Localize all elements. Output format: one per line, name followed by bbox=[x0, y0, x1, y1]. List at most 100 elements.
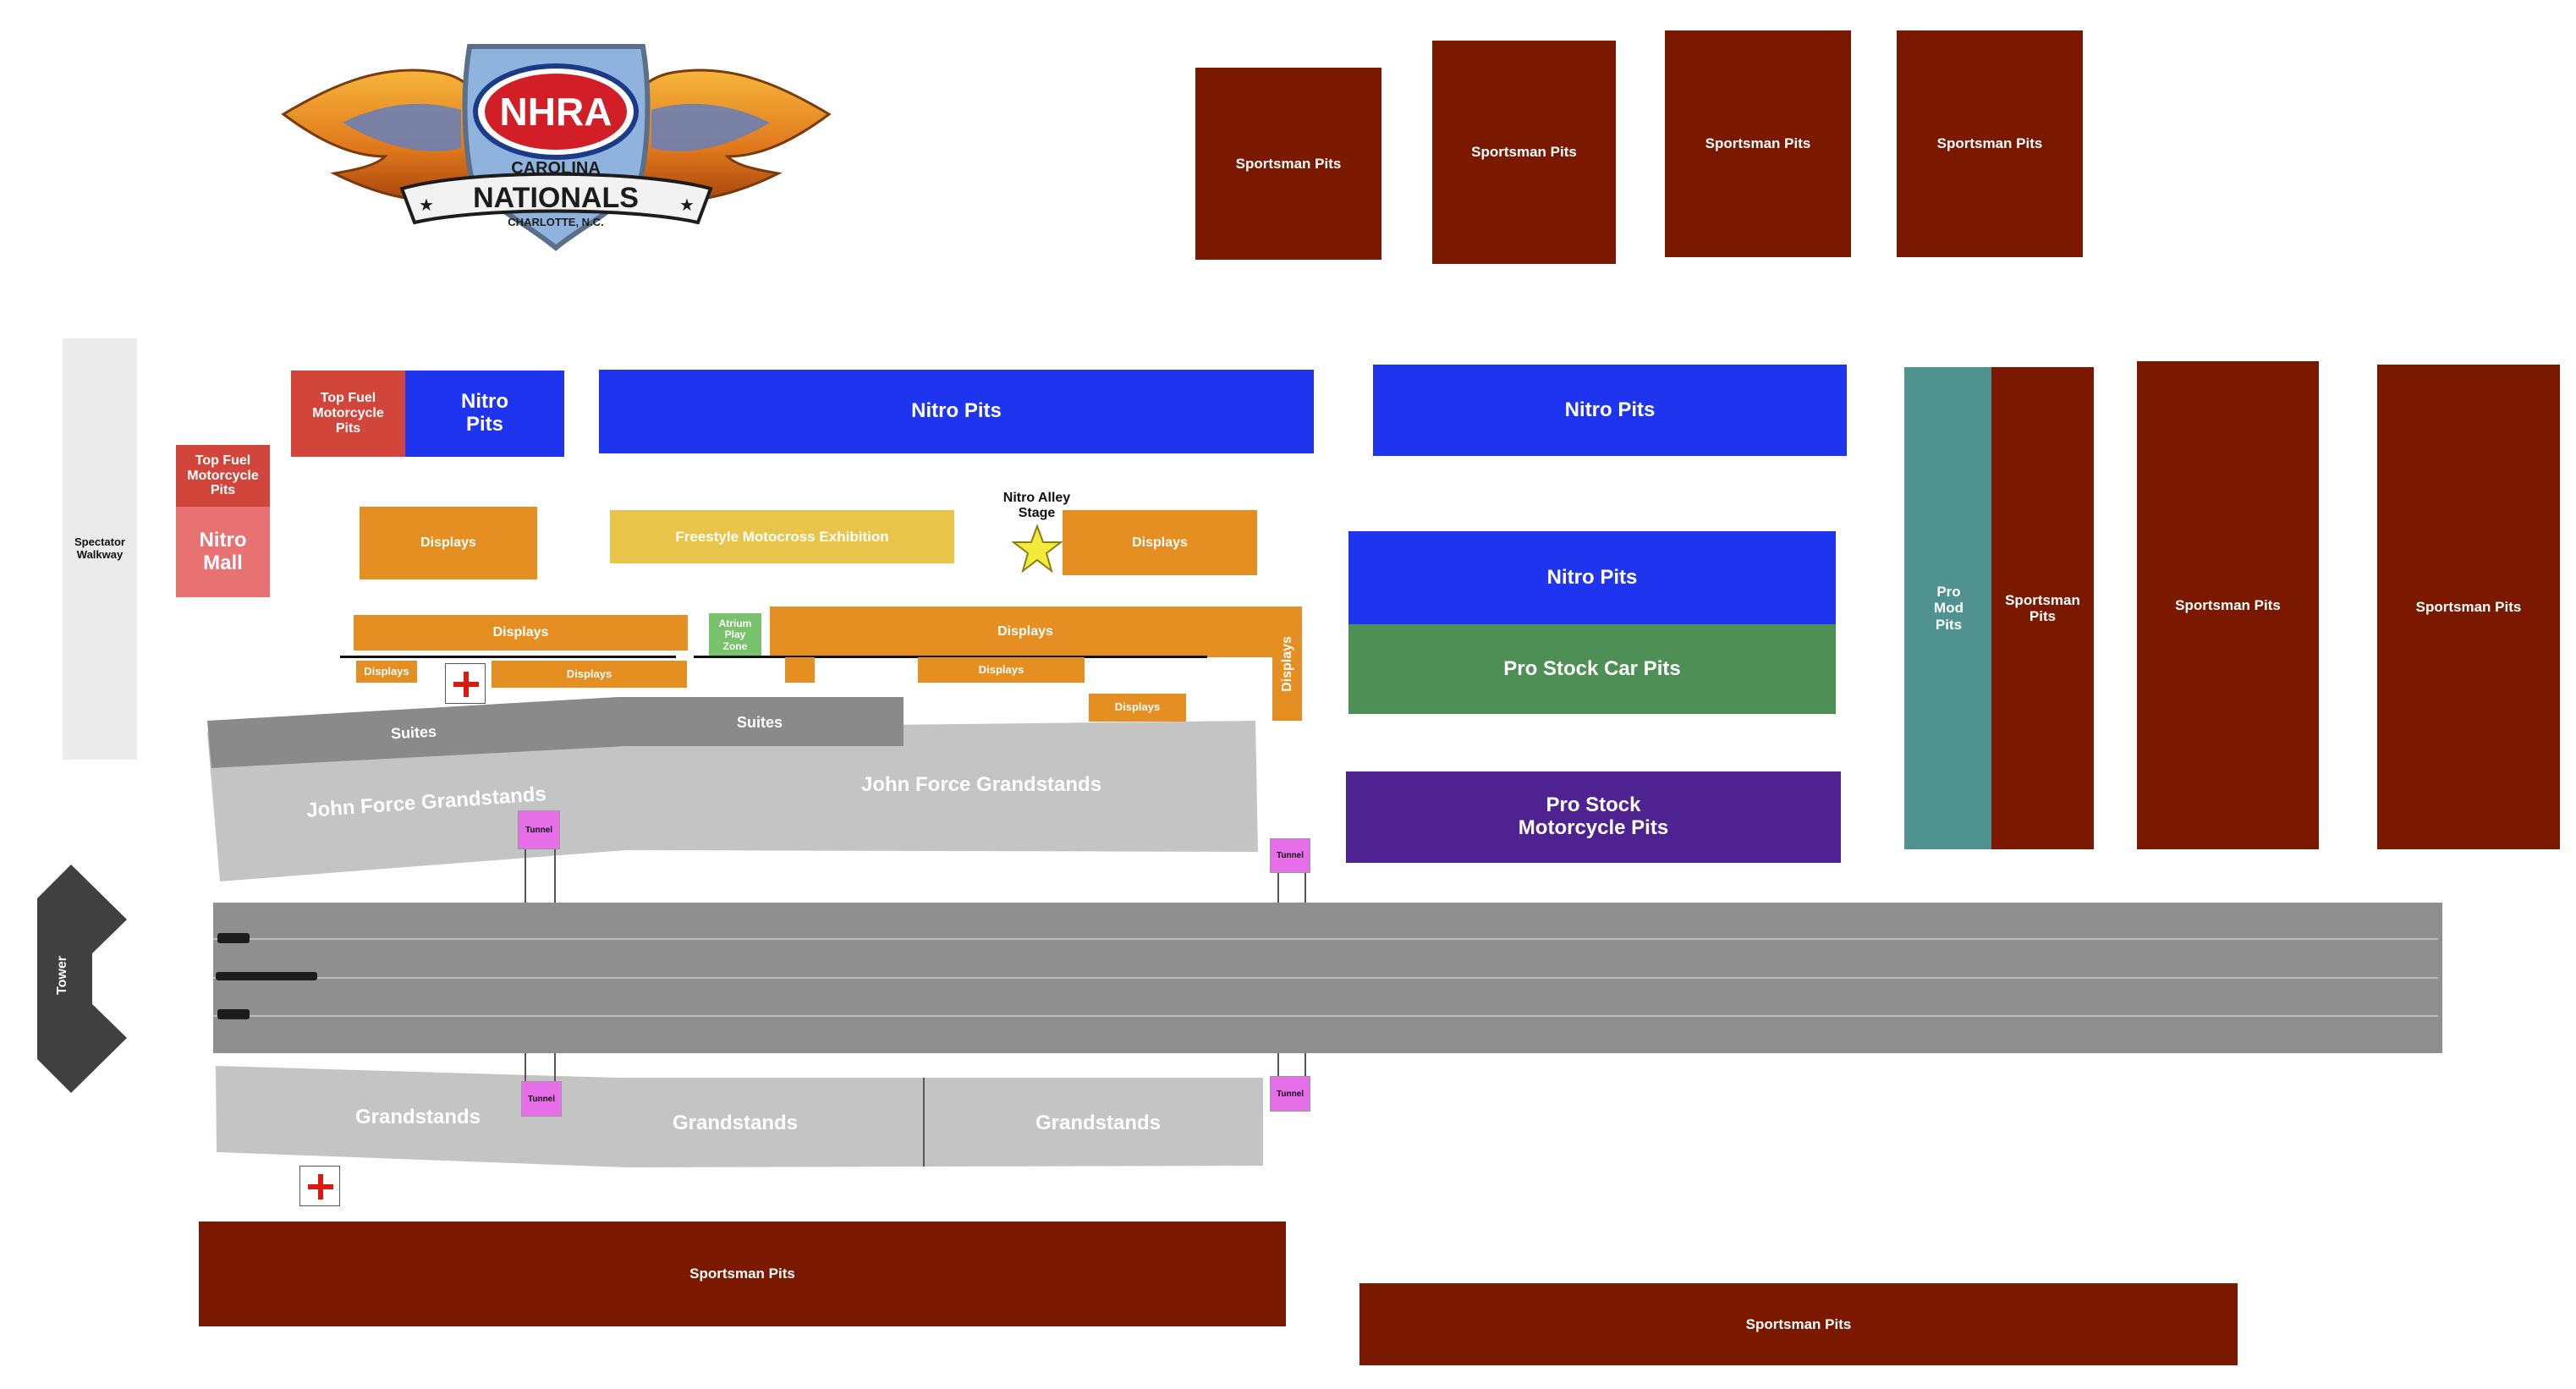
displays-2[interactable]: Displays bbox=[1063, 510, 1257, 575]
displays-4[interactable]: Displays bbox=[770, 607, 1281, 657]
nitro-mall-label: Nitro Mall bbox=[199, 528, 247, 574]
logo-graphic: NHRA CAROLINA NATIONALS CHARLOTTE, N.C. … bbox=[281, 44, 832, 251]
logo-brand-text: NHRA bbox=[500, 90, 612, 134]
top-fuel-moto-label: Top Fuel Motorcycle Pits bbox=[312, 391, 384, 436]
tunnel-line bbox=[525, 1053, 526, 1087]
suites-label-right: Suites bbox=[737, 714, 783, 731]
suites-label-left: Suites bbox=[390, 722, 437, 743]
displays-label: Displays bbox=[1114, 700, 1161, 714]
spectator-walkway[interactable]: Spectator Walkway bbox=[63, 338, 137, 760]
displays-small-2[interactable]: Displays bbox=[492, 661, 687, 688]
pro-mod-pits[interactable]: Pro Mod Pits bbox=[1904, 367, 1993, 849]
displays-1[interactable]: Displays bbox=[360, 507, 537, 579]
nitro-pits-label: Nitro Pits bbox=[1564, 398, 1656, 421]
displays-label: Displays bbox=[364, 664, 409, 678]
john-force-grandstands-label-right: John Force Grandstands bbox=[861, 773, 1102, 796]
nitro-pits-small[interactable]: Nitro Pits bbox=[405, 371, 564, 457]
tower-shape bbox=[37, 865, 127, 1093]
grandstands-label-3: Grandstands bbox=[1035, 1112, 1162, 1134]
tunnel-north-2[interactable]: Tunnel bbox=[1270, 838, 1310, 873]
nitro-pits-label: Nitro Pits bbox=[1546, 565, 1638, 589]
nhra-carolina-nationals-logo: NHRA CAROLINA NATIONALS CHARLOTTE, N.C. … bbox=[275, 30, 838, 254]
tunnel-label: Tunnel bbox=[525, 825, 553, 835]
displays-label: Displays bbox=[997, 624, 1053, 640]
tunnel-label: Tunnel bbox=[1276, 851, 1304, 860]
john-force-grandstands-shape[interactable] bbox=[207, 721, 1258, 881]
spectator-walkway-label: Spectator Walkway bbox=[74, 535, 125, 561]
displays-label: Displays bbox=[492, 625, 549, 640]
tunnel-line bbox=[525, 849, 526, 905]
pro-stock-moto-label: Pro Stock Motorcycle Pits bbox=[1518, 793, 1669, 839]
sportsman-pits-label: Sportsman Pits bbox=[2415, 598, 2522, 615]
nitro-mall[interactable]: Nitro Mall bbox=[176, 507, 270, 597]
divider-line-left bbox=[340, 656, 676, 658]
tunnel-line bbox=[554, 1053, 556, 1087]
grandstands-label-1: Grandstands bbox=[355, 1106, 481, 1128]
tunnel-north-1[interactable]: Tunnel bbox=[518, 810, 560, 849]
sportsman-pits-right-2[interactable]: Sportsman Pits bbox=[2137, 361, 2319, 849]
sportsman-pits-label: Sportsman Pits bbox=[1936, 135, 2043, 152]
sportsman-pits-top-1[interactable]: Sportsman Pits bbox=[1195, 68, 1381, 260]
nitro-pits-label: Nitro Pits bbox=[911, 399, 1002, 423]
sportsman-pits-bottom-left[interactable]: Sportsman Pits bbox=[199, 1222, 1286, 1326]
sportsman-pits-right-1[interactable]: Sportsman Pits bbox=[1991, 367, 2094, 849]
displays-small-5[interactable]: Displays bbox=[1089, 694, 1186, 722]
lane-line bbox=[213, 977, 2438, 979]
top-fuel-moto-label: Top Fuel Motorcycle Pits bbox=[187, 453, 259, 498]
tunnel-line bbox=[554, 849, 556, 905]
drag-strip bbox=[213, 903, 2442, 1053]
sportsman-pits-label: Sportsman Pits bbox=[1745, 1315, 1852, 1332]
freestyle-motocross-exhibition[interactable]: Freestyle Motocross Exhibition bbox=[610, 510, 954, 563]
lane-line bbox=[213, 938, 2438, 940]
first-aid-cross-icon[interactable] bbox=[299, 1166, 340, 1206]
sportsman-pits-label: Sportsman Pits bbox=[689, 1265, 795, 1282]
starting-line-marker bbox=[216, 972, 317, 980]
tunnel-south-2[interactable]: Tunnel bbox=[1270, 1076, 1310, 1112]
pro-mod-label: Pro Mod Pits bbox=[1934, 584, 1964, 633]
tower-label: Tower bbox=[55, 956, 69, 995]
lane-line bbox=[213, 1015, 2438, 1017]
displays-label: Displays bbox=[1132, 535, 1188, 550]
starting-line-marker bbox=[217, 933, 250, 943]
south-grandstands-shape[interactable] bbox=[216, 1066, 1263, 1167]
displays-label: Displays bbox=[566, 667, 612, 680]
top-fuel-motorcycle-pits-upper[interactable]: Top Fuel Motorcycle Pits bbox=[291, 371, 405, 457]
logo-event-line1: CAROLINA bbox=[511, 159, 601, 178]
sportsman-pits-label: Sportsman Pits bbox=[2005, 591, 2080, 624]
displays-label: Displays bbox=[978, 662, 1024, 676]
top-fuel-motorcycle-pits-lower[interactable]: Top Fuel Motorcycle Pits bbox=[176, 445, 270, 507]
displays-small-4[interactable]: Displays bbox=[918, 657, 1085, 683]
atrium-play-zone[interactable]: Atrium Play Zone bbox=[709, 613, 761, 657]
tunnel-label: Tunnel bbox=[527, 1094, 556, 1104]
sportsman-pits-right-3[interactable]: Sportsman Pits bbox=[2377, 365, 2560, 849]
displays-small-3[interactable] bbox=[785, 657, 815, 683]
sportsman-pits-top-2[interactable]: Sportsman Pits bbox=[1432, 41, 1616, 264]
sportsman-pits-label: Sportsman Pits bbox=[1471, 144, 1577, 161]
star-icon[interactable] bbox=[1011, 524, 1063, 574]
sportsman-pits-label: Sportsman Pits bbox=[2175, 596, 2281, 613]
tunnel-south-1[interactable]: Tunnel bbox=[521, 1081, 562, 1117]
nitro-pits-lower[interactable]: Nitro Pits bbox=[1348, 531, 1836, 624]
sportsman-pits-top-4[interactable]: Sportsman Pits bbox=[1897, 30, 2083, 257]
sportsman-pits-top-3[interactable]: Sportsman Pits bbox=[1665, 30, 1851, 257]
displays-small-1[interactable]: Displays bbox=[356, 661, 417, 683]
displays-label: Displays bbox=[420, 535, 476, 551]
displays-3[interactable]: Displays bbox=[354, 615, 688, 651]
pro-stock-car-pits[interactable]: Pro Stock Car Pits bbox=[1348, 624, 1836, 714]
pro-stock-motorcycle-pits[interactable]: Pro Stock Motorcycle Pits bbox=[1346, 771, 1841, 863]
starting-line-marker bbox=[217, 1009, 250, 1019]
nitro-pits-right[interactable]: Nitro Pits bbox=[1373, 365, 1847, 456]
displays-vertical[interactable]: Displays bbox=[1272, 607, 1302, 721]
tunnel-line bbox=[1277, 871, 1279, 905]
logo-star-left-icon: ★ bbox=[419, 196, 434, 215]
sportsman-pits-bottom-right[interactable]: Sportsman Pits bbox=[1359, 1283, 2238, 1365]
nitro-pits-center[interactable]: Nitro Pits bbox=[599, 370, 1314, 453]
tower[interactable]: Tower bbox=[37, 865, 127, 1093]
logo-location: CHARLOTTE, N.C. bbox=[508, 216, 603, 228]
nitro-alley-stage-text: Nitro Alley Stage bbox=[1002, 490, 1071, 520]
suites-shape[interactable] bbox=[207, 697, 904, 768]
tunnel-label: Tunnel bbox=[1276, 1089, 1304, 1099]
first-aid-cross-icon[interactable] bbox=[445, 663, 486, 704]
tunnel-line bbox=[1304, 1053, 1306, 1079]
